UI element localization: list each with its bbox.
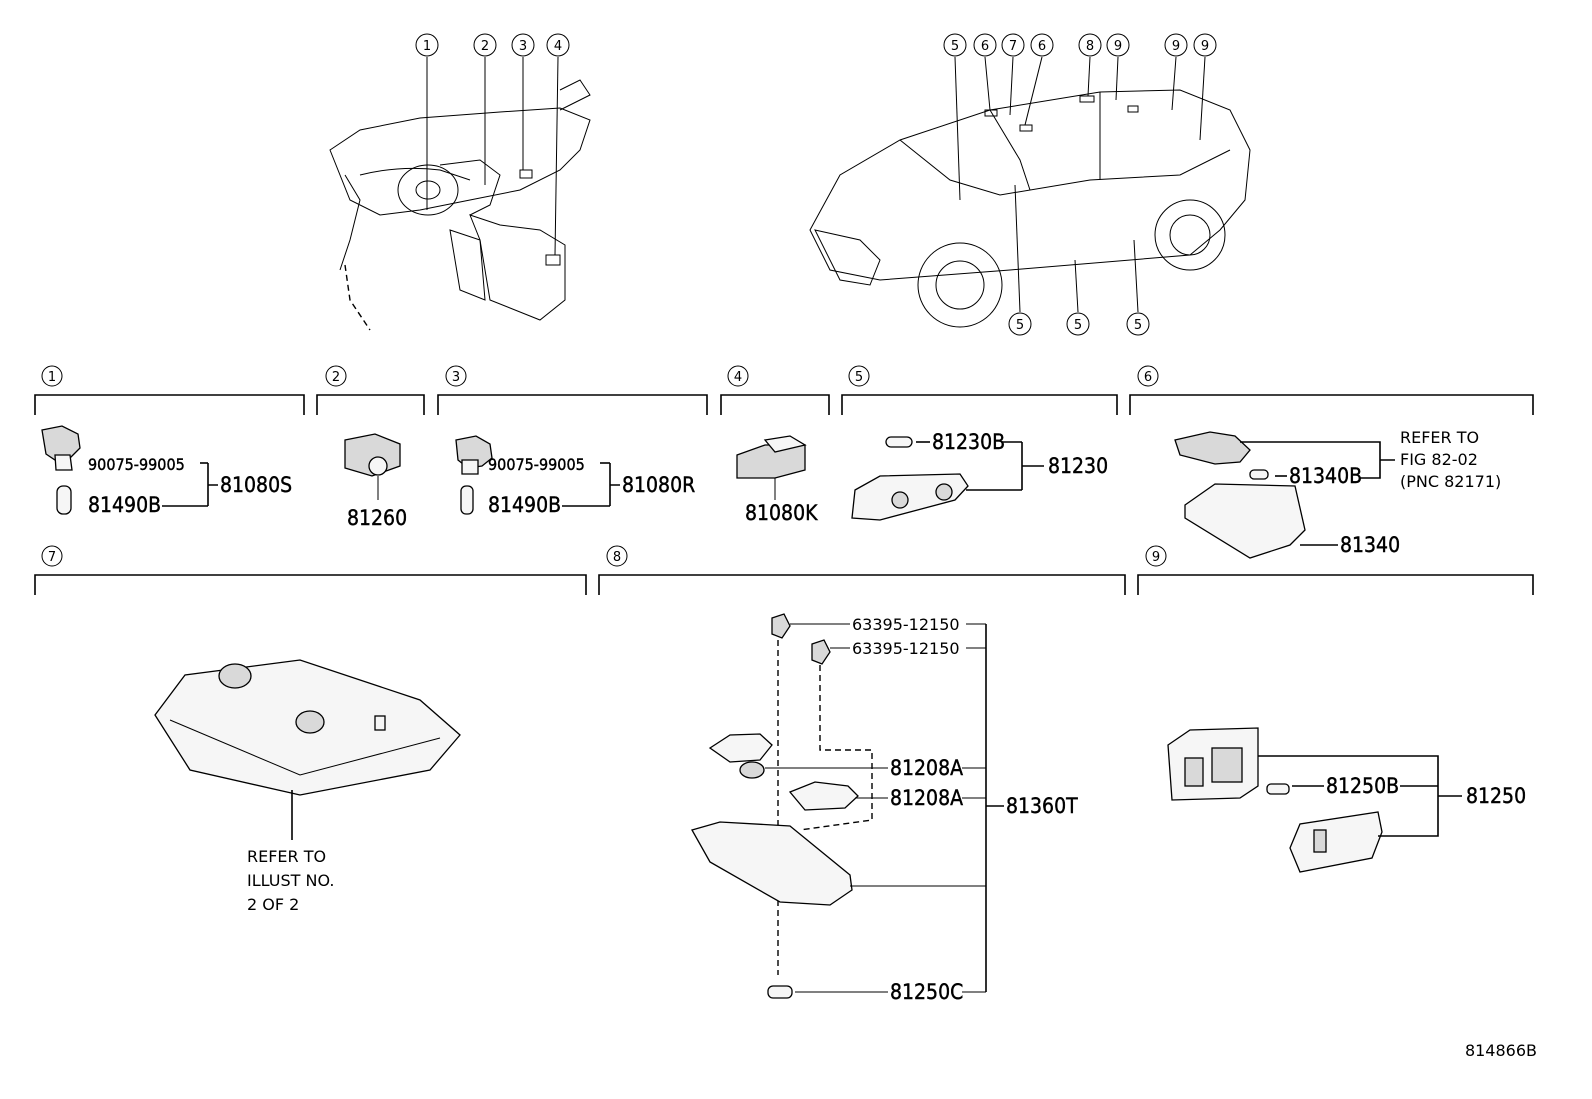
callout-4: 4 [546, 33, 570, 256]
section-number: 1 [48, 370, 56, 385]
part-number: 81490B [88, 493, 161, 517]
clip-illustration [771, 613, 791, 639]
part-number: 81208A [890, 786, 963, 810]
section-6: 81340B REFER TO FIG 82-02 (PNC 82171) 81… [1174, 428, 1501, 559]
vehicle-illustration [809, 89, 1251, 328]
socket-illustration [708, 733, 773, 779]
note-line: FIG 82-02 [1400, 450, 1478, 469]
part-number: 81360T [1006, 794, 1078, 818]
part-number: 90075-99005 [88, 455, 185, 474]
section-number: 5 [855, 370, 863, 385]
section-number: 4 [734, 370, 742, 385]
bulb-illustration [56, 485, 72, 515]
callout-number: 6 [1038, 39, 1046, 54]
callout-2: 2 [473, 33, 497, 185]
lamp-illustration [1167, 727, 1259, 801]
callout-number: 5 [1074, 318, 1082, 333]
car-callouts-bottom: 5 5 5 [1008, 184, 1150, 336]
section-4: 81080K [736, 435, 818, 525]
socket-illustration [788, 781, 859, 811]
section-headers-row1: 1 2 3 4 5 6 [34, 365, 1534, 415]
dash-callouts: 1 2 3 4 [415, 33, 570, 256]
part-number: 81340B [1289, 464, 1362, 488]
section-number: 8 [613, 550, 621, 565]
section-3: 90075-99005 81490B 81080R [455, 435, 695, 517]
bulb-illustration [885, 436, 913, 448]
switch-illustration [344, 433, 401, 477]
section-headers-row2: 7 8 9 [34, 545, 1534, 595]
socket-illustration [455, 435, 493, 475]
lens-illustration [1289, 811, 1383, 873]
section-2: 81260 [344, 433, 407, 530]
callout-number: 5 [1016, 318, 1024, 333]
lamp-housing-illustration [691, 821, 853, 906]
section-7: REFER TO ILLUST NO. 2 OF 2 [154, 659, 461, 914]
bulb-illustration [1266, 783, 1290, 795]
part-number: 81080R [622, 473, 695, 497]
callout-number: 1 [423, 39, 431, 54]
socket-illustration [41, 425, 81, 471]
part-number: 81230 [1048, 454, 1108, 478]
lamp-illustration [1184, 483, 1306, 559]
part-number: 90075-99005 [488, 455, 585, 474]
section-number: 9 [1152, 550, 1160, 565]
part-number: 81080K [745, 501, 818, 525]
section-9: 81250B 81250 [1167, 727, 1526, 873]
callout-number: 9 [1114, 39, 1122, 54]
part-number: 81260 [347, 506, 407, 530]
bulb-illustration [1249, 469, 1269, 480]
callout-number: 3 [519, 39, 527, 54]
part-number: 81250B [1326, 774, 1399, 798]
console-illustration [154, 659, 461, 796]
car-callouts-top: 5 6 7 6 8 9 9 9 [943, 33, 1217, 201]
lamp-illustration [851, 473, 969, 521]
diagram-id: 814866B [1465, 1041, 1537, 1060]
clip-illustration [811, 639, 831, 665]
callout-number: 2 [481, 39, 489, 54]
part-number: 81080S [220, 473, 292, 497]
socket-illustration [1174, 431, 1251, 465]
section-number: 3 [452, 370, 460, 385]
dashboard-illustration [329, 79, 591, 331]
callout-number: 8 [1086, 39, 1094, 54]
part-number: 81490B [488, 493, 561, 517]
section-number: 2 [332, 370, 340, 385]
section-5: 81230B 81230 [851, 430, 1108, 521]
callout-number: 9 [1172, 39, 1180, 54]
lamp-illustration [736, 435, 807, 479]
callout-number: 6 [981, 39, 989, 54]
section-number: 6 [1144, 370, 1152, 385]
part-number: 81230B [932, 430, 1005, 454]
callout-1: 1 [415, 33, 439, 210]
note-line: 2 OF 2 [247, 895, 299, 914]
callout-number: 4 [554, 39, 562, 54]
part-number: 81250C [890, 980, 963, 1004]
note-line: REFER TO [247, 847, 326, 866]
bulb-illustration [767, 985, 793, 999]
callout-number: 5 [1134, 318, 1142, 333]
part-number: 63395-12150 [852, 615, 960, 634]
part-number: 63395-12150 [852, 639, 960, 658]
part-number: 81208A [890, 756, 963, 780]
part-number: 81340 [1340, 533, 1400, 557]
callout-number: 7 [1009, 39, 1017, 54]
bulb-illustration [460, 485, 474, 515]
callout-number: 5 [951, 39, 959, 54]
part-number: 81250 [1466, 784, 1526, 808]
callout-3: 3 [511, 33, 535, 170]
note-line: ILLUST NO. [247, 871, 334, 890]
section-1: 90075-99005 81490B 81080S [41, 425, 292, 517]
section-number: 7 [48, 550, 56, 565]
note-line: REFER TO [1400, 428, 1479, 447]
callout-number: 9 [1201, 39, 1209, 54]
section-8: 63395-12150 63395-12150 81208A 81208A 81… [691, 613, 1078, 1004]
note-line: (PNC 82171) [1400, 472, 1501, 491]
